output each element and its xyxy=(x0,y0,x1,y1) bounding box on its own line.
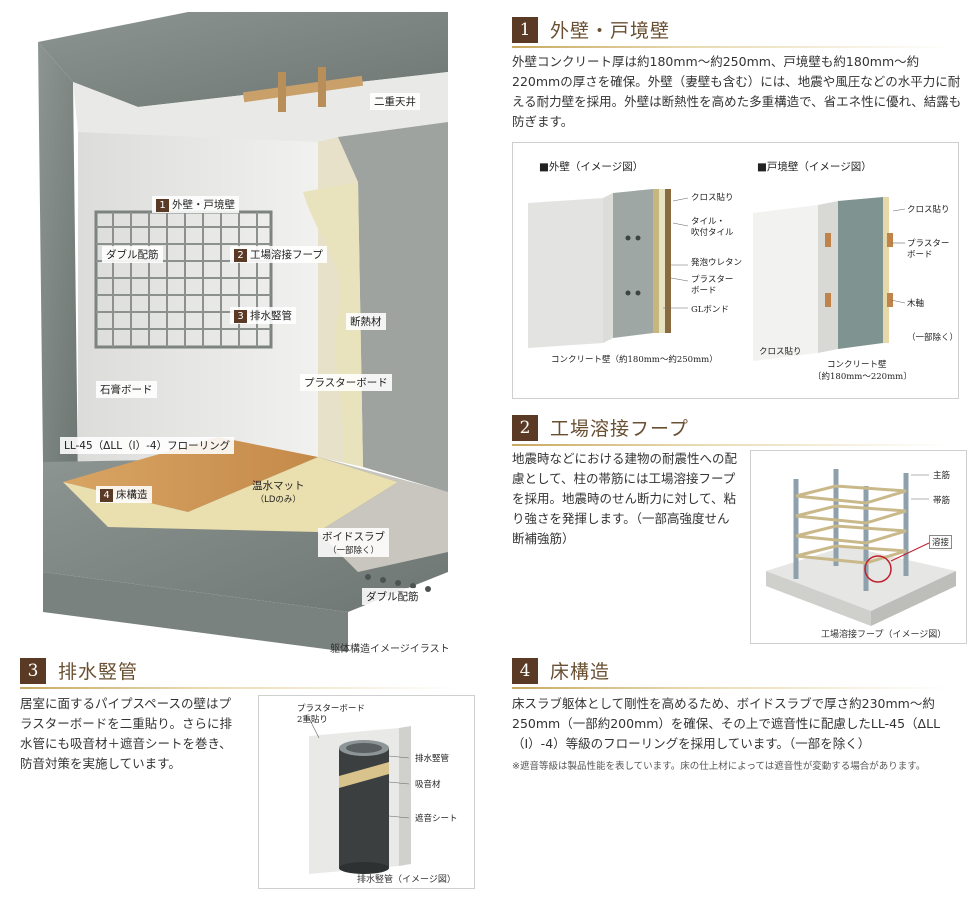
section-4-rule xyxy=(512,687,952,689)
label-warm-mat-text: 温水マット xyxy=(252,480,305,492)
section-2-rule xyxy=(512,444,952,446)
structure-illustration xyxy=(18,12,448,652)
section-2-heading: 2 工場溶接フープ xyxy=(512,414,689,441)
section-2-number: 2 xyxy=(512,414,538,441)
fig1-l5: GLボンド xyxy=(691,305,729,315)
fig1-l2: タイル・ xyxy=(691,217,726,227)
fig1-r4: （一部除く） xyxy=(907,333,959,343)
section-1-rule xyxy=(512,46,952,48)
fig1-l2b: 吹付タイル xyxy=(691,228,734,238)
fig1-l4: プラスター xyxy=(691,275,734,285)
section-1-figure: ■外壁（イメージ図） ■戸境壁（イメージ図） クロス貼り タイル・ 吹付タイル … xyxy=(512,142,959,399)
drain-pipe-diagram xyxy=(308,717,411,874)
section-4-note: ※遮音等級は製品性能を表しています。床の仕上材によっては遮音性が変動する場合があ… xyxy=(512,761,926,772)
section-2-title: 工場溶接フープ xyxy=(550,418,689,440)
label-drain-text: 排水竪管 xyxy=(250,310,292,322)
section-2-text: 地震時などにおける建物の耐震性への配慮として、柱の帯筋には工場溶接フープを採用。… xyxy=(512,451,738,546)
section-3-heading: 3 排水竪管 xyxy=(20,657,138,684)
label-floor-number: 4 xyxy=(100,489,113,502)
label-double-ceiling: 二重天井 xyxy=(370,93,420,110)
wall-diagram xyxy=(528,189,906,361)
label-double-rebar-2: ダブル配筋 xyxy=(362,588,423,605)
fig1-r2b: ボード xyxy=(907,250,933,260)
section-4-text: 床スラブ躯体として剛性を高めるため、ボイドスラブで厚さ約230mm〜約250mm… xyxy=(512,696,941,751)
label-wall-text: 外壁・戸境壁 xyxy=(172,199,235,211)
section-4-heading: 4 床構造 xyxy=(512,657,610,684)
label-hoop-text: 工場溶接フープ xyxy=(250,249,323,261)
section-4-number: 4 xyxy=(512,657,538,684)
fig1-l1: クロス貼り xyxy=(691,193,734,203)
section-1-number: 1 xyxy=(512,16,538,43)
section-4-title: 床構造 xyxy=(550,661,611,683)
fig1-l6: コンクリート壁（約180mm〜約250mm） xyxy=(551,355,718,365)
fig3-sheet: 遮音シート xyxy=(415,814,458,824)
label-floor-text: 床構造 xyxy=(116,489,148,501)
label-gypsum: 石膏ボード xyxy=(96,381,157,398)
section-1-text: 外壁コンクリート厚は約180mm〜約250mm、戸境壁も約180mm〜約220m… xyxy=(512,54,962,129)
illustration-caption: 躯体構造イメージイラスト xyxy=(330,644,450,655)
fig1-r3: 木軸 xyxy=(907,299,925,309)
fig3-pipe: 排水竪管 xyxy=(415,754,450,764)
section-3-figure: プラスターボード 2重貼り 排水竪管 吸音材 遮音シート 排水竪管（イメージ図） xyxy=(258,695,475,889)
fig3-caption: 排水竪管（イメージ図） xyxy=(357,875,456,885)
fig2-band: 帯筋 xyxy=(933,496,951,506)
label-hoop-number: 2 xyxy=(234,249,247,262)
fig1-r5: クロス貼り xyxy=(759,347,802,357)
section-2-figure: 主筋 帯筋 溶接 工場溶接フープ（イメージ図） xyxy=(750,450,967,644)
label-warm-mat-sub: （LDのみ） xyxy=(255,495,301,505)
fig1-r2: プラスター xyxy=(907,239,950,249)
section-1-title: 外壁・戸境壁 xyxy=(550,20,671,42)
label-double-rebar: ダブル配筋 xyxy=(102,246,163,263)
fig3-top2: 2重貼り xyxy=(297,715,328,725)
section-3-text: 居室に面するパイプスペースの壁はプラスターボードを二重貼り。さらに排水管にも吸音… xyxy=(20,696,233,771)
label-plaster: プラスターボード xyxy=(300,374,392,391)
fig1-right-title: ■戸境壁（イメージ図） xyxy=(757,161,872,173)
label-flooring: LL-45（ΔLL（I）-4）フローリング xyxy=(60,437,235,454)
fig1-r6: コンクリート壁 xyxy=(827,360,887,370)
fig2-main: 主筋 xyxy=(933,471,951,481)
label-insulation: 断熱材 xyxy=(346,313,386,330)
section-1-heading: 1 外壁・戸境壁 xyxy=(512,16,670,43)
label-void-slab-sub: （一部除く） xyxy=(327,546,379,556)
fig2-caption: 工場溶接フープ（イメージ図） xyxy=(821,630,947,640)
label-void-slab-text: ボイドスラブ xyxy=(322,531,385,543)
fig1-l4b: ボード xyxy=(691,286,717,296)
fig3-top1: プラスターボード xyxy=(297,704,365,714)
section-3-number: 3 xyxy=(20,657,46,684)
label-wall-number: 1 xyxy=(156,199,169,212)
label-warm-mat: 温水マット （LDのみ） xyxy=(248,477,309,506)
fig1-r1: クロス貼り xyxy=(907,205,950,215)
fig1-left-title: ■外壁（イメージ図） xyxy=(539,161,644,173)
section-3-title: 排水竪管 xyxy=(58,661,139,683)
fig3-absorb: 吸音材 xyxy=(415,780,441,790)
structure-cutaway-drawing xyxy=(38,12,448,652)
fig2-weld: 溶接 xyxy=(929,535,953,549)
section-3-rule xyxy=(20,687,460,689)
hoop-diagram xyxy=(766,469,956,626)
label-void-slab: ボイドスラブ （一部除く） xyxy=(318,528,389,557)
label-drain-number: 3 xyxy=(234,310,247,323)
fig1-l3: 発泡ウレタン xyxy=(691,258,743,268)
fig1-r6b: 〔約180mm〜220mm〕 xyxy=(813,372,912,382)
